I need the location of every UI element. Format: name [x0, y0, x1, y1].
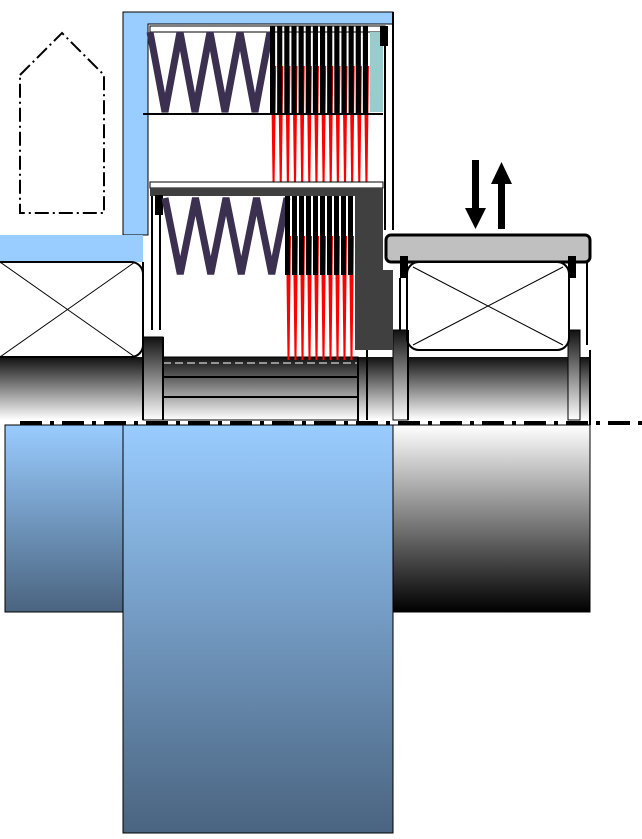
steel-plate [291, 26, 297, 113]
left-bearing [0, 261, 144, 358]
steel-plate [348, 196, 353, 275]
steel-plate [305, 26, 311, 113]
steel-plate [306, 196, 311, 275]
steel-plate [292, 196, 297, 275]
steel-plate [299, 196, 304, 275]
right-bearing [406, 261, 570, 351]
steel-plate [320, 26, 326, 113]
steel-plate [277, 26, 283, 113]
inner-hub [162, 356, 359, 421]
tool-outline-icon [19, 31, 105, 214]
collar-far-right [567, 329, 581, 421]
steel-plate [355, 26, 361, 113]
steel-plate [298, 26, 304, 113]
steel-plate [334, 196, 339, 275]
left-hub-lower [4, 424, 124, 613]
spring-upper [146, 31, 274, 113]
left-housing-block [0, 235, 143, 262]
arrow-down-icon [465, 160, 486, 229]
shift-sleeve [384, 233, 592, 264]
spring-coil [146, 31, 274, 113]
plates-lower [285, 196, 354, 360]
steel-plate [320, 196, 325, 275]
steel-plate [341, 26, 347, 113]
steel-plate [313, 196, 318, 275]
steel-plate [334, 26, 340, 113]
collar-right [392, 329, 409, 421]
lower-drum [150, 188, 383, 196]
steel-plate [362, 26, 368, 113]
steel-plate [312, 26, 318, 113]
steel-plate [270, 26, 276, 113]
steel-plate [285, 196, 290, 275]
steel-plate [341, 196, 346, 275]
spring-coil [161, 197, 291, 275]
collar-left [142, 336, 164, 421]
steel-plate [284, 26, 290, 113]
plates-upper [270, 26, 369, 185]
arrow-up-icon [491, 162, 512, 229]
steel-plate [327, 196, 332, 275]
right-shaft-lower [392, 424, 591, 613]
teal-pressure-plate [370, 32, 383, 112]
center-housing-lower [122, 424, 394, 834]
steel-plate [348, 26, 354, 113]
spring-lower [161, 197, 291, 275]
steel-plate [327, 26, 333, 113]
